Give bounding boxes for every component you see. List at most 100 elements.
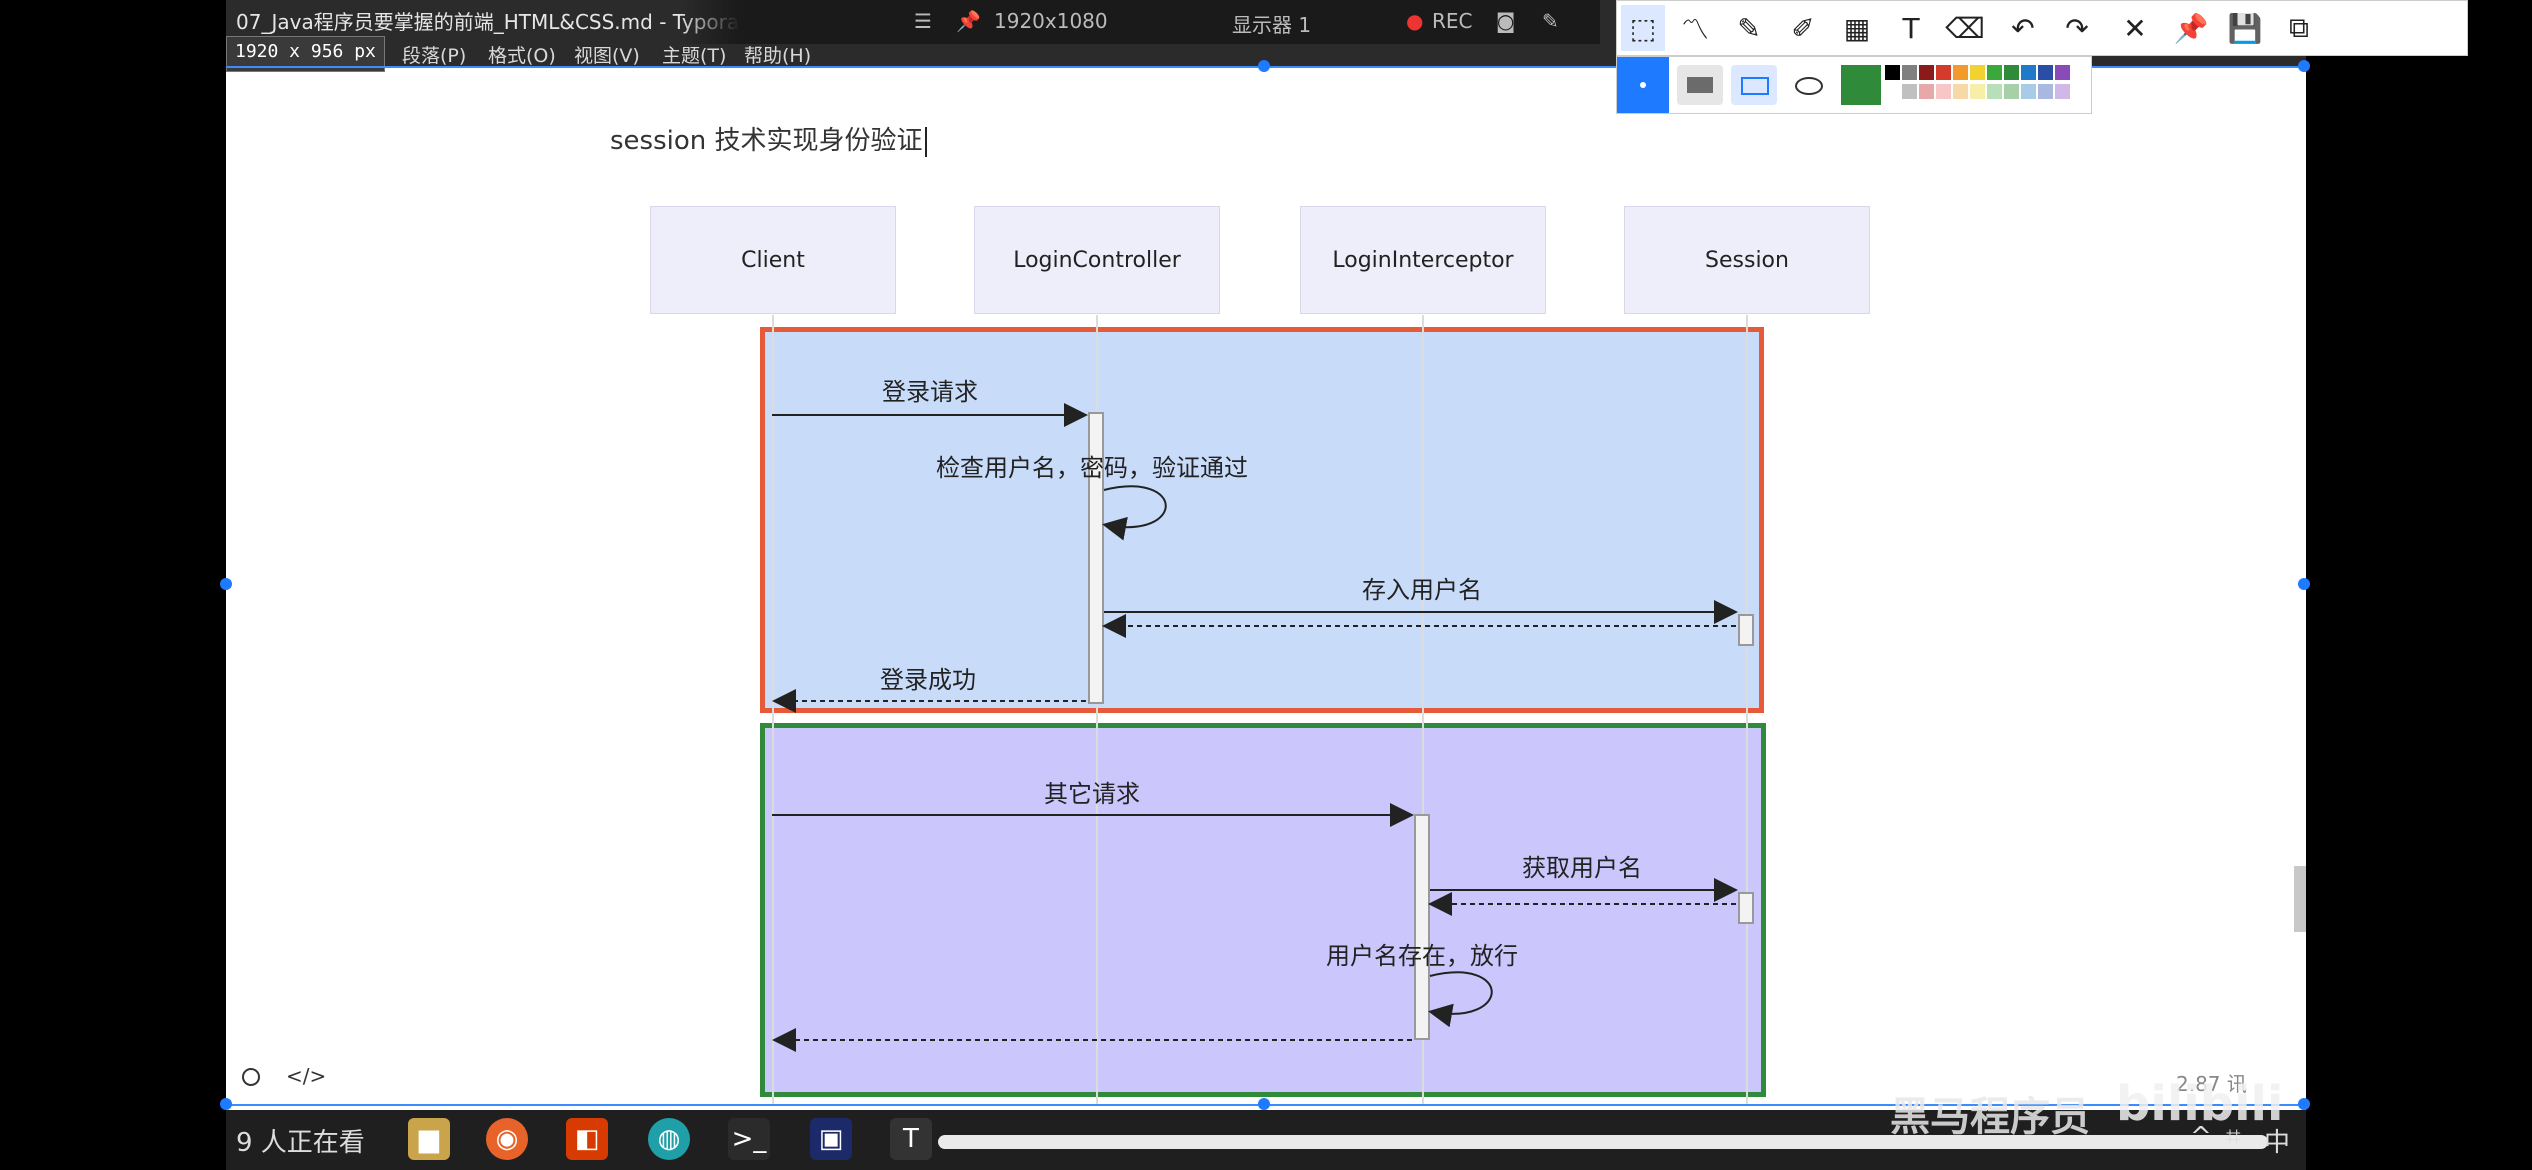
pin-recorder-icon[interactable]: 📌 <box>956 9 981 33</box>
typora-taskbar-icon[interactable]: T <box>890 1118 932 1160</box>
brush-icon[interactable]: ✎ <box>1542 9 1559 33</box>
pin-icon[interactable]: 📌 <box>2173 11 2209 45</box>
label-get-username: 获取用户名 <box>1522 854 1642 882</box>
color-swatch[interactable] <box>1970 84 1985 99</box>
dot-size-icon <box>1640 82 1646 88</box>
highlighter-icon[interactable]: ✐ <box>1791 11 1815 45</box>
undo-icon[interactable]: ↶ <box>2011 11 2035 45</box>
outline-toggle-icon[interactable] <box>242 1068 260 1086</box>
color-swatch[interactable] <box>1953 84 1968 99</box>
filled-rect-button[interactable] <box>1677 65 1723 105</box>
ime-indicator[interactable]: 中 <box>2264 1128 2291 1158</box>
dimension-value: 1920 x 956 <box>235 41 344 62</box>
source-code-icon[interactable]: </> <box>286 1064 327 1088</box>
outline-rect-icon <box>1741 77 1769 95</box>
menu-paragraph[interactable]: 段落(P) <box>402 45 467 67</box>
network-icon[interactable]: ⌗ <box>2226 1122 2241 1152</box>
window-title: 07_Java程序员要掌握的前端_HTML&CSS.md - Typora <box>236 10 740 34</box>
lifeline-session <box>1746 315 1748 1105</box>
outline-rect-button[interactable] <box>1731 65 1777 105</box>
color-swatch[interactable] <box>1987 84 2002 99</box>
intellij-icon[interactable]: ▣ <box>810 1118 852 1160</box>
scrollbar-thumb[interactable] <box>2294 866 2306 932</box>
color-swatch[interactable] <box>2038 84 2053 99</box>
viewer-count: 9 人正在看 <box>236 1128 365 1158</box>
color-swatch[interactable] <box>2004 84 2019 99</box>
color-swatch[interactable] <box>1987 65 2002 80</box>
actor-login-controller: LoginController <box>974 206 1220 314</box>
ellipse-button[interactable] <box>1785 65 1831 105</box>
menu-help[interactable]: 帮助(H) <box>744 45 812 67</box>
menu-theme[interactable]: 主题(T) <box>662 45 727 67</box>
color-swatch[interactable] <box>1919 65 1934 80</box>
office-icon[interactable]: ◧ <box>566 1118 608 1160</box>
color-swatch[interactable] <box>2055 65 2070 80</box>
recorder-display[interactable]: 显示器 1 <box>1232 13 1312 37</box>
color-swatch[interactable] <box>1953 65 1968 80</box>
color-swatch[interactable] <box>1885 65 1900 80</box>
resize-handle-bottom-right[interactable] <box>2298 1098 2310 1110</box>
firefox-icon[interactable]: ◉ <box>486 1118 528 1160</box>
label-other-request: 其它请求 <box>1044 780 1140 808</box>
terminal-icon[interactable]: >_ <box>728 1118 770 1160</box>
diagram-arrows <box>772 403 1738 1052</box>
lifeline-login-controller <box>1096 315 1098 1105</box>
color-swatch[interactable] <box>2021 84 2036 99</box>
color-swatch[interactable] <box>2004 65 2019 80</box>
current-color-swatch[interactable] <box>1841 65 1881 105</box>
ellipse-icon <box>1795 77 1823 95</box>
menu-format[interactable]: 格式(O) <box>488 45 556 67</box>
menu-view[interactable]: 视图(V) <box>574 45 640 67</box>
file-explorer-icon[interactable]: ▆ <box>408 1118 450 1160</box>
eraser-icon[interactable]: ⌫ <box>1945 11 1985 45</box>
label-check-credentials: 检查用户名，密码，验证通过 <box>936 454 1248 482</box>
rec-dot-icon: ● <box>1406 9 1424 33</box>
color-swatch[interactable] <box>1919 84 1934 99</box>
resize-handle-left[interactable] <box>220 578 232 590</box>
rec-label[interactable]: REC <box>1432 9 1473 33</box>
resize-handle-top-right[interactable] <box>2298 60 2310 72</box>
label-username-exists: 用户名存在，放行 <box>1326 942 1518 970</box>
color-swatch[interactable] <box>1936 84 1951 99</box>
label-login-success: 登录成功 <box>880 666 976 694</box>
copy-icon[interactable]: ⧉ <box>2289 11 2309 44</box>
select-icon[interactable]: ⬚ <box>1621 5 1665 51</box>
color-swatch[interactable] <box>1902 84 1917 99</box>
label-store-username: 存入用户名 <box>1362 576 1482 604</box>
menu-icon[interactable]: ☰ <box>914 9 932 33</box>
color-swatch[interactable] <box>2038 65 2053 80</box>
pen-icon[interactable]: ✎ <box>1737 11 1761 45</box>
label-login-request: 登录请求 <box>882 378 978 406</box>
color-swatch[interactable] <box>1936 65 1951 80</box>
redo-icon[interactable]: ↷ <box>2065 11 2089 45</box>
mosaic-icon[interactable]: ▦ <box>1843 11 1871 45</box>
heading-text: session 技术实现身份验证 <box>610 126 923 156</box>
chevron-up-icon[interactable]: ^ <box>2190 1122 2212 1152</box>
text-caret <box>924 126 927 157</box>
arrow-self-pass <box>1428 971 1493 1028</box>
resize-handle-bottom-left[interactable] <box>220 1098 232 1110</box>
color-swatch[interactable] <box>1885 84 1900 99</box>
color-swatch[interactable] <box>1970 65 1985 80</box>
resize-handle-bottom[interactable] <box>1258 1098 1270 1110</box>
edge-icon[interactable]: ◍ <box>648 1118 690 1160</box>
word-count[interactable]: 2.87 讯 <box>2176 1072 2247 1096</box>
recorder-resolution: 1920x1080 <box>994 9 1108 33</box>
activation-session-2 <box>1738 892 1754 924</box>
polyline-icon[interactable]: 〽 <box>1680 13 1709 46</box>
text-icon[interactable]: T <box>1902 11 1920 45</box>
color-swatch[interactable] <box>1902 65 1917 80</box>
dimension-unit: px <box>354 41 376 62</box>
resize-handle-top[interactable] <box>1258 60 1270 72</box>
activation-login-interceptor <box>1414 814 1430 1040</box>
stroke-size-button[interactable] <box>1617 57 1669 113</box>
resize-handle-right[interactable] <box>2298 578 2310 590</box>
document-heading[interactable]: session 技术实现身份验证 <box>610 120 927 157</box>
color-swatch[interactable] <box>2055 84 2070 99</box>
typora-window: 07_Java程序员要掌握的前端_HTML&CSS.md - Typora 段落… <box>226 0 2306 1110</box>
video-progress-bar[interactable] <box>938 1135 2268 1149</box>
color-swatch[interactable] <box>2021 65 2036 80</box>
save-icon[interactable]: 💾 <box>2227 11 2263 45</box>
close-icon[interactable]: ✕ <box>2123 11 2147 45</box>
camera-icon[interactable]: ◙ <box>1496 9 1516 33</box>
